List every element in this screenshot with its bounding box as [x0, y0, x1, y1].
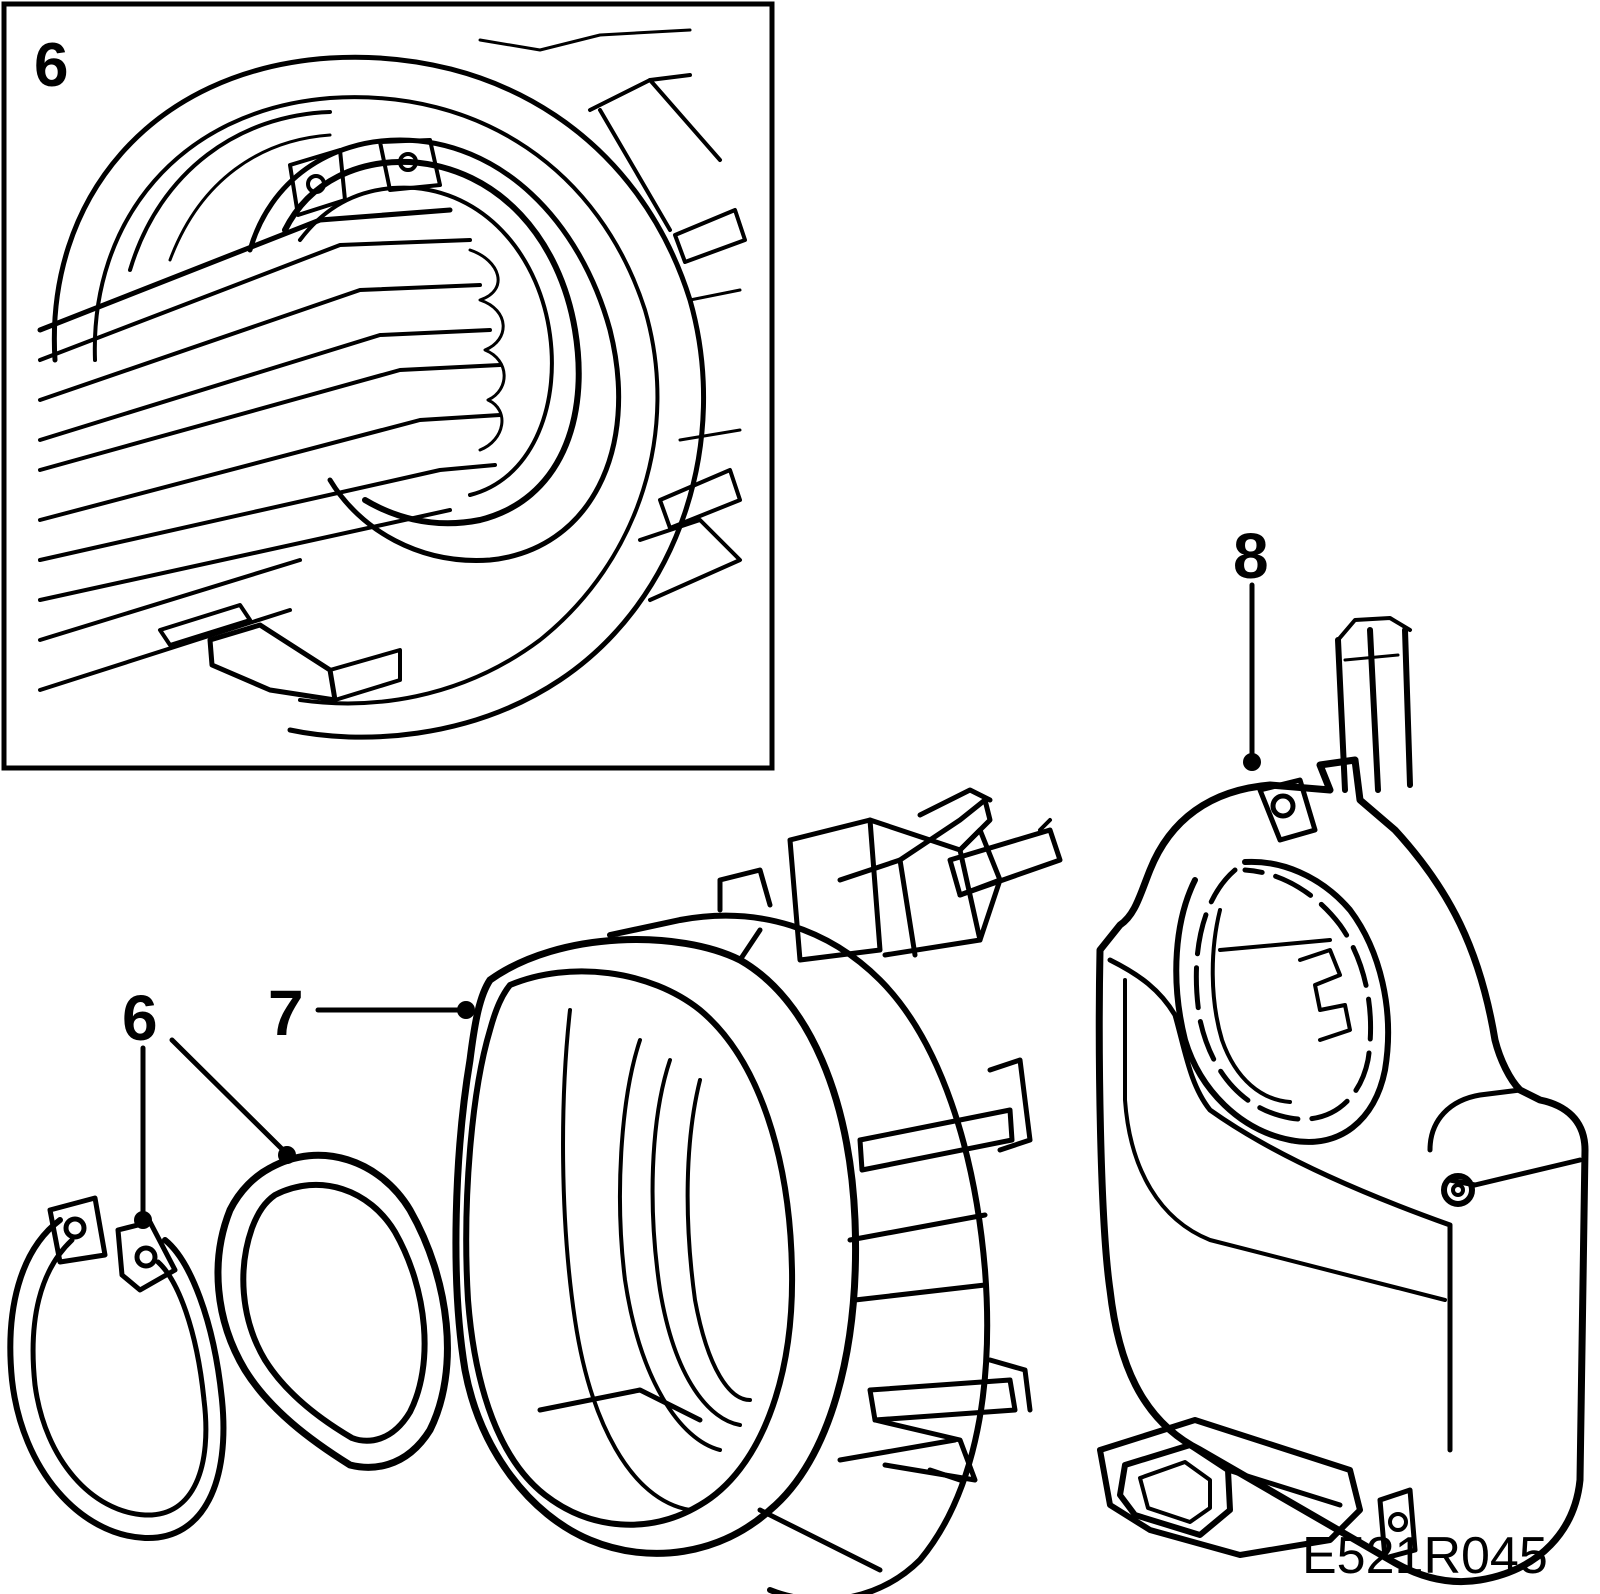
callout-circlip [134, 1045, 152, 1229]
housing-part [452, 787, 1063, 1594]
callout-label-sensor: 8 [1233, 520, 1269, 592]
callout-dot [278, 1146, 296, 1164]
callout-label-circlip-seal: 6 [122, 982, 158, 1054]
inset-frame [1, 1, 775, 771]
inset-snap-ring [247, 137, 622, 563]
inset-retaining-tab [158, 603, 402, 703]
inset-detail: 6 [1, 1, 775, 771]
seal-part [214, 1151, 451, 1471]
inset-housing-ring [51, 28, 747, 740]
callout-dot [1243, 753, 1261, 771]
sensor-part [1095, 616, 1589, 1586]
callout-sensor [1243, 582, 1261, 771]
callout-dot [134, 1211, 152, 1229]
inset-splined-shaft [37, 207, 506, 692]
callout-housing [315, 1001, 475, 1019]
callout-label-housing: 7 [268, 977, 304, 1049]
circlip-part [7, 1195, 227, 1542]
figure-code: E521R045 [1302, 1527, 1548, 1585]
inset-label: 6 [34, 31, 68, 100]
callout-dot [457, 1001, 475, 1019]
callout-seal [169, 1037, 296, 1164]
